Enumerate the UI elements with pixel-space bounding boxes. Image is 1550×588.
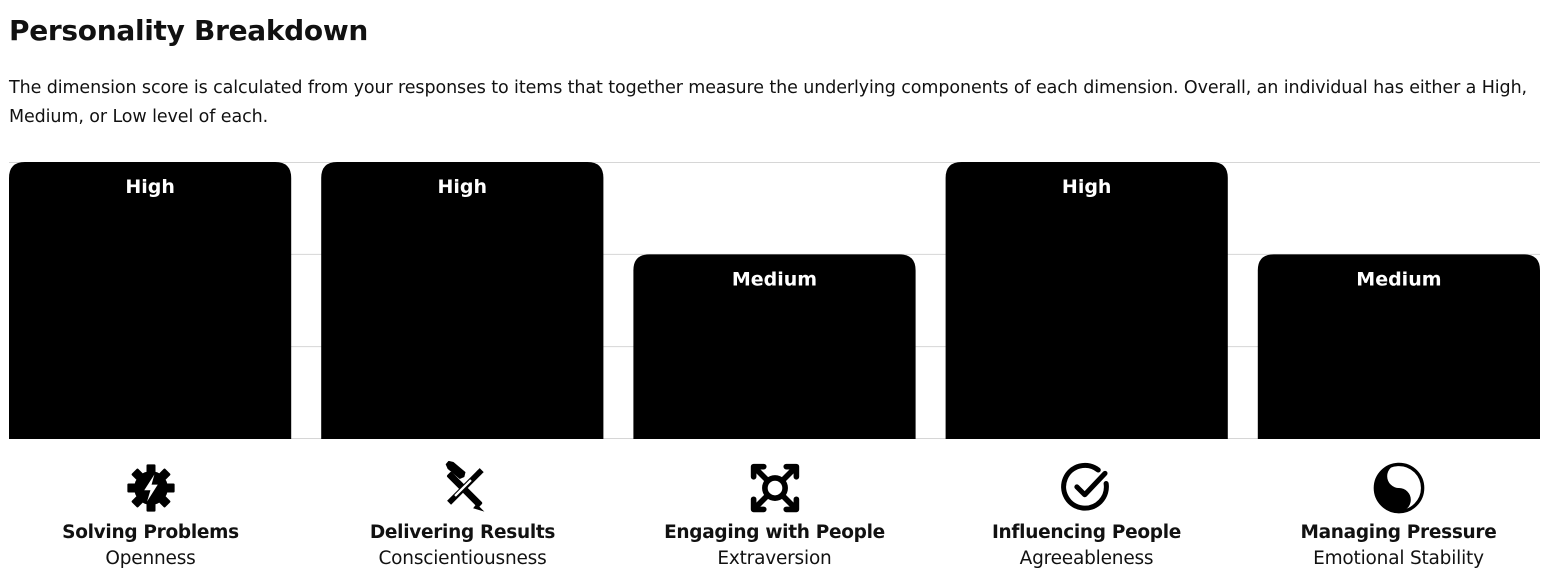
bar-value-label: High	[125, 176, 175, 198]
dimension-trait: Openness	[105, 548, 196, 569]
dimension-item-managing-pressure: Managing Pressure Emotional Stability	[1257, 456, 1540, 569]
bar-value-label: High	[438, 176, 488, 198]
dimension-name: Influencing People	[991, 522, 1182, 543]
bar-value-label: Medium	[1356, 268, 1441, 290]
expand-arrows-icon	[750, 463, 799, 513]
bar-engaging-with-people	[633, 254, 916, 439]
intro-paragraph: The dimension score is calculated from y…	[9, 78, 1528, 127]
bar-influencing-people	[945, 162, 1228, 439]
dimension-trait: Conscientiousness	[378, 548, 547, 569]
gear-bolt-icon	[126, 464, 175, 512]
bar-value-label: High	[1062, 176, 1112, 198]
page-title: Personality Breakdown	[9, 14, 369, 47]
dimension-trait: Agreeableness	[1019, 548, 1154, 569]
dimension-item-engaging-with-people: Engaging with People Extraversion	[633, 456, 916, 569]
dimension-item-delivering-results: Delivering Results Conscientiousness	[321, 456, 604, 569]
dimension-legend: Solving Problems Openness Delivering Res…	[9, 456, 1540, 586]
dimension-name: Managing Pressure	[1300, 522, 1497, 543]
dimension-item-solving-problems: Solving Problems Openness	[9, 456, 292, 569]
dimension-trait: Emotional Stability	[1313, 548, 1484, 569]
bar-value-label: Medium	[732, 268, 817, 290]
yin-yang-icon	[1373, 462, 1424, 514]
dimension-trait: Extraversion	[717, 548, 832, 569]
dimension-name: Delivering Results	[369, 522, 556, 543]
dimension-name: Solving Problems	[62, 522, 239, 543]
bar-managing-pressure	[1257, 254, 1540, 439]
check-circle-icon	[1060, 462, 1109, 511]
bar-delivering-results	[321, 162, 604, 439]
bar-solving-problems	[9, 162, 292, 439]
hammer-pencil-icon	[445, 461, 484, 512]
dimension-name: Engaging with People	[664, 522, 885, 543]
dimension-item-influencing-people: Influencing People Agreeableness	[945, 456, 1228, 569]
